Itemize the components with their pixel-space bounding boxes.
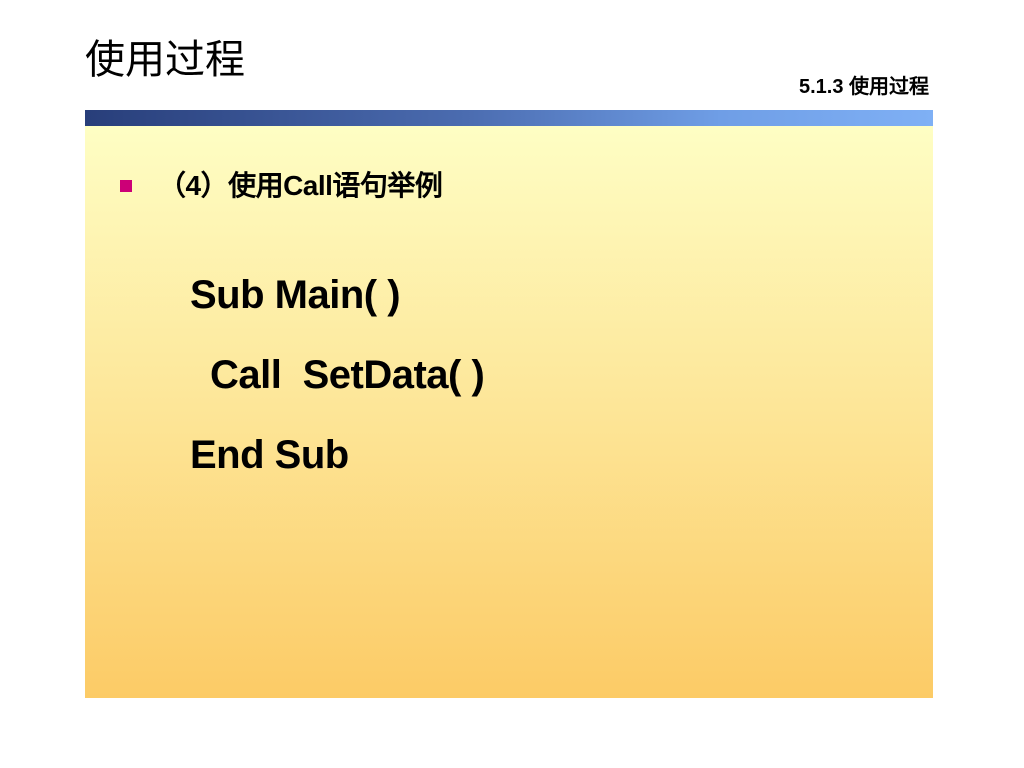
code-block: Sub Main( ) Call SetData( ) End Sub [190,255,485,495]
bullet-text: （4）使用Call语句举例 [158,170,443,201]
section-label: 5.1.3 使用过程 [798,76,929,98]
code-line-sub-main: Sub Main( ) [190,273,401,317]
code-line-call: Call SetData( ) [210,353,485,397]
content-panel [85,126,933,698]
header-gradient-bar [85,110,933,126]
bullet-square-icon [120,180,132,192]
slide-title: 使用过程 [85,37,245,83]
code-line-end-sub: End Sub [190,433,349,477]
bullet-item: （4）使用Call语句举例 [120,168,443,204]
